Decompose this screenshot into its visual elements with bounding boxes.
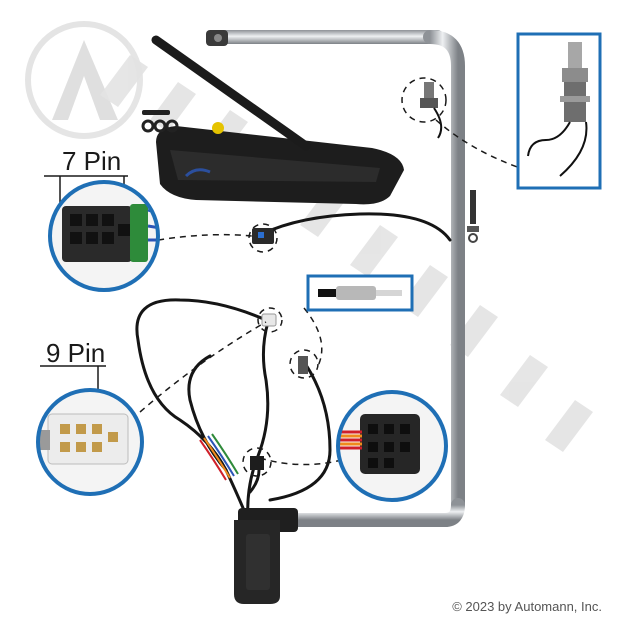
lower-mount-base (234, 508, 298, 604)
seven-pin-label: 7 Pin (62, 146, 122, 176)
copyright-notice: © 2023 by Automann, Inc. (452, 599, 602, 614)
harness-color-wires (199, 433, 239, 481)
harness-small-connector (250, 456, 264, 470)
callout-9pin (36, 365, 144, 496)
antenna-stud (420, 82, 443, 139)
harness-antenna-plug (298, 356, 308, 374)
callout-7pin (44, 175, 160, 292)
inset-antenna-plug (306, 274, 414, 312)
callout-leaders (139, 77, 521, 477)
watermark-logo (25, 21, 143, 139)
inset-antenna-base (516, 32, 602, 190)
callout-black-connector (336, 390, 448, 502)
hardware-bolts (141, 110, 479, 243)
mirror-arm-frame (206, 30, 465, 527)
mirror-head-bracket (151, 35, 404, 205)
nine-pin-label: 9 Pin (46, 338, 106, 368)
harness-9pin-connector (261, 313, 277, 327)
